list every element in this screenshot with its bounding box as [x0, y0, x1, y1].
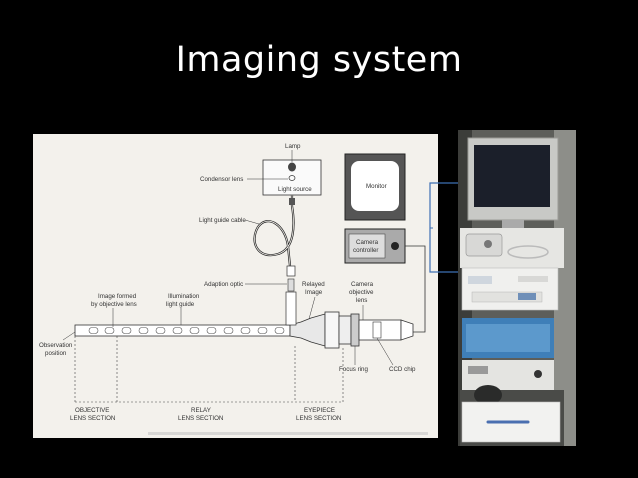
endoscope-diagram: Lamp Condensor lens Light source Light g…: [33, 134, 438, 438]
monitor-label: Monitor: [366, 183, 387, 190]
condensor-lens-shape: [288, 175, 296, 181]
lamp-label: Lamp: [285, 143, 301, 150]
relayed-image-label-2: Image: [305, 289, 323, 296]
diagram-drawing: Lamp Condensor lens Light source Light g…: [39, 143, 428, 435]
adaption-optic-shape: [286, 265, 296, 277]
tower-camera-head: [474, 385, 502, 405]
observation-label-2: position: [45, 350, 67, 357]
camera-controller-label-2: controller: [353, 247, 378, 254]
eyepiece-section-label-1: EYEPIECE: [304, 407, 335, 414]
endoscopy-tower-photo: [458, 130, 576, 446]
camera-controller-label-1: Camera: [356, 239, 379, 246]
observation-label-1: Observation: [39, 342, 73, 349]
relay-lenses: [88, 327, 285, 334]
figure-caption-smear: [148, 432, 428, 435]
image-formed-label-2: by objective lens: [91, 301, 137, 308]
camera-cable-line: [405, 245, 426, 333]
relayed-image-label-1: Relayed: [302, 281, 325, 288]
cable-connector: [289, 198, 295, 205]
ccd-chip-label: CCD chip: [389, 366, 416, 373]
section-dividers: [74, 336, 344, 403]
lamp-bulb: [288, 162, 296, 172]
light-post: [285, 291, 297, 326]
adaption-optic-label: Adaption optic: [204, 281, 243, 288]
tower-monitor-screen: [474, 145, 550, 207]
camera-objective-label-2: objective: [349, 289, 374, 296]
eyepiece-section-label-2: LENS SECTION: [296, 415, 341, 422]
illumination-label-1: Illumination: [168, 293, 200, 300]
camera-objective-label-3: lens: [356, 297, 367, 304]
light-guide-cable-label: Light guide cable: [199, 217, 246, 224]
illumination-label-2: light guide: [166, 301, 195, 308]
tower-light-source-unit: [461, 267, 559, 311]
monitor-screen: [351, 161, 399, 211]
tower-drawing: [458, 130, 576, 446]
objective-section-label-2: LENS SECTION: [70, 415, 115, 422]
condensor-lens-label: Condensor lens: [200, 176, 243, 183]
slide-title: Imaging system: [175, 40, 463, 80]
image-formed-label-1: Image formed: [98, 293, 137, 300]
camera-objective-label-1: Camera: [351, 281, 374, 288]
camera-controller-knob: [391, 242, 399, 250]
objective-section-label-1: OBJECTIVE: [75, 407, 109, 414]
light-source-label: Light source: [278, 186, 312, 193]
relay-section-label-1: RELAY: [191, 407, 211, 414]
focus-ring-label: Focus ring: [339, 366, 368, 373]
relay-section-label-2: LENS SECTION: [178, 415, 223, 422]
